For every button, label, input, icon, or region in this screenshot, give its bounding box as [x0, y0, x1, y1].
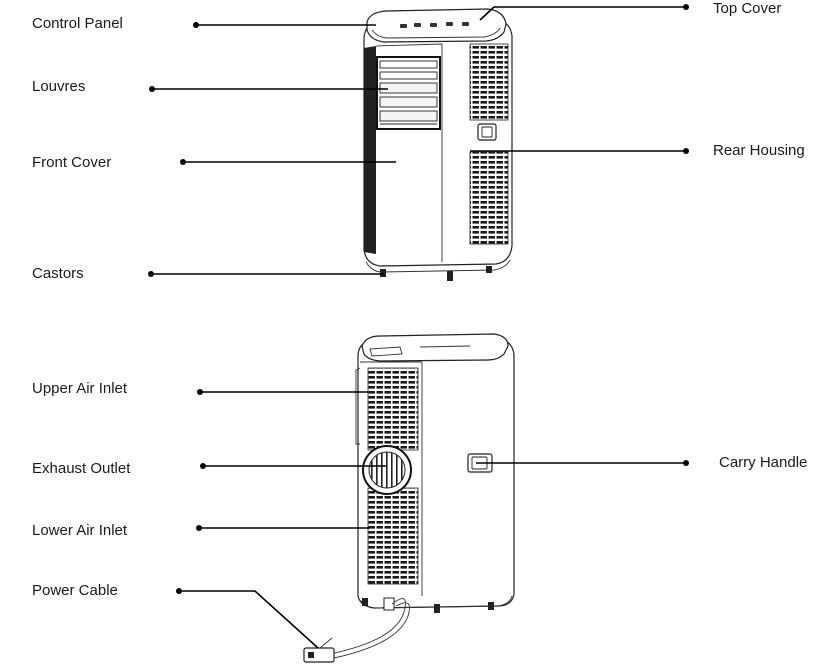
label-rear-housing: Rear Housing — [713, 142, 805, 159]
rear-view-unit — [355, 333, 515, 613]
castors-graphic — [380, 266, 492, 281]
power-cable-graphic — [303, 598, 410, 663]
label-control-panel: Control Panel — [32, 15, 123, 32]
label-lower-air-inlet: Lower Air Inlet — [32, 522, 128, 539]
label-top-cover: Top Cover — [713, 0, 782, 17]
front-view-unit — [363, 8, 513, 281]
label-carry-handle: Carry Handle — [719, 454, 808, 471]
label-exhaust-outlet: Exhaust Outlet — [32, 460, 131, 477]
label-upper-air-inlet: Upper Air Inlet — [32, 380, 128, 397]
label-power-cable: Power Cable — [32, 582, 118, 599]
label-castors: Castors — [32, 265, 84, 282]
leader-lines — [148, 4, 689, 649]
control-panel-buttons — [400, 22, 469, 28]
label-front-cover: Front Cover — [32, 154, 112, 171]
label-louvres: Louvres — [32, 78, 86, 95]
louvres-graphic — [376, 56, 441, 130]
exhaust-outlet-graphic — [362, 445, 412, 495]
